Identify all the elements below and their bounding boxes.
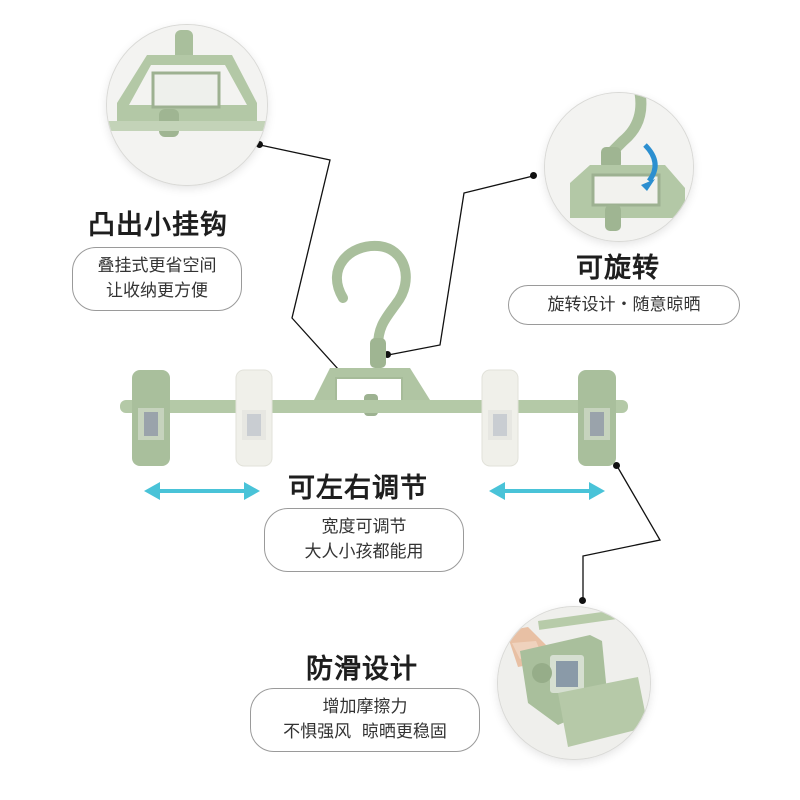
callout-dot	[613, 462, 620, 469]
left-green-clip	[132, 370, 170, 466]
callout-dot	[384, 351, 391, 358]
feature-desc-line: 宽度可调节	[321, 517, 407, 538]
feature-title-adjust: 可左右调节	[288, 473, 428, 504]
feature-desc-adjust: 宽度可调节 大人小孩都能用	[264, 508, 464, 572]
feature-title-antislip: 防滑设计	[306, 654, 418, 685]
callout-dot	[530, 172, 537, 179]
feature-desc-hook: 叠挂式更省空间 让收纳更方便	[72, 247, 242, 311]
double-arrow-icon	[489, 482, 605, 500]
feature-desc-line: 让收纳更方便	[106, 281, 208, 301]
double-arrow-icon	[144, 482, 260, 500]
hook-detail-photo	[107, 25, 267, 185]
right-green-clip	[578, 370, 616, 466]
callout-dot	[256, 141, 263, 148]
feature-desc-line: 不惧强风 晾晒更稳固	[283, 722, 447, 742]
feature-desc-rotate: 旋转设计・随意晾晒	[508, 285, 740, 325]
clip-detail-photo	[498, 607, 650, 759]
rotate-detail-photo	[545, 93, 693, 241]
feature-desc-line: 增加摩擦力	[322, 697, 408, 718]
feature-title-hook: 凸出小挂钩	[88, 210, 228, 241]
right-adjustable-clip	[481, 369, 519, 467]
callout-dot	[579, 597, 586, 604]
feature-desc-line: 叠挂式更省空间	[97, 256, 217, 277]
feature-desc-line: 旋转设计・随意晾晒	[547, 294, 701, 315]
feature-desc-line: 大人小孩都能用	[304, 542, 424, 562]
feature-desc-antislip: 增加摩擦力 不惧强风 晾晒更稳固	[250, 688, 480, 752]
feature-title-rotate: 可旋转	[576, 253, 660, 284]
left-adjustable-clip	[235, 369, 273, 467]
